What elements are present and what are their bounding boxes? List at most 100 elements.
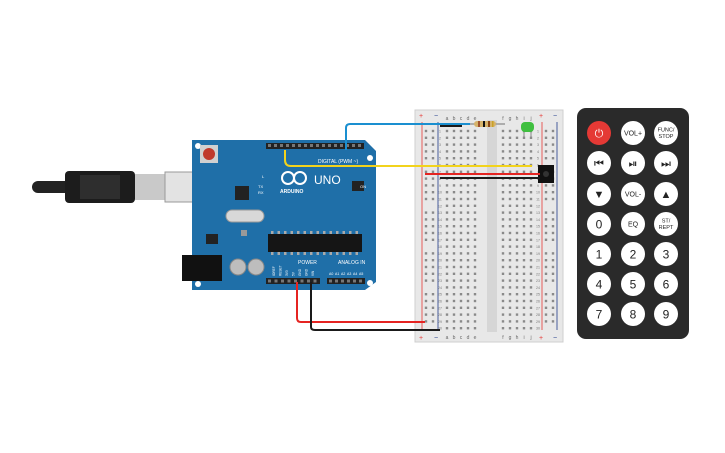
breadboard-hole[interactable] (473, 252, 477, 255)
rail-hole[interactable] (544, 197, 548, 201)
breadboard-hole[interactable] (452, 150, 456, 153)
rail-hole[interactable] (424, 197, 428, 201)
breadboard-hole[interactable] (501, 170, 505, 173)
breadboard-hole[interactable] (501, 197, 505, 201)
rail-hole[interactable] (431, 184, 435, 187)
remote-button-down[interactable]: ▼ (587, 182, 611, 206)
breadboard-hole[interactable] (515, 320, 519, 323)
breadboard-hole[interactable] (459, 238, 463, 241)
rail-hole[interactable] (544, 252, 548, 255)
rail-hole[interactable] (551, 279, 555, 282)
wire-yellow[interactable] (284, 150, 532, 167)
breadboard-hole[interactable] (452, 320, 456, 323)
breadboard-hole[interactable] (473, 272, 477, 275)
breadboard-hole[interactable] (529, 265, 533, 269)
remote-button-play-pause[interactable]: ⏯ (621, 151, 645, 175)
breadboard-hole[interactable] (473, 157, 477, 160)
rail-hole[interactable] (544, 259, 548, 262)
breadboard-hole[interactable] (508, 245, 512, 248)
rail-hole[interactable] (431, 279, 435, 282)
breadboard-hole[interactable] (466, 136, 470, 139)
breadboard-hole[interactable] (473, 150, 477, 153)
breadboard-hole[interactable] (508, 259, 512, 262)
breadboard-hole[interactable] (466, 129, 470, 133)
breadboard-hole[interactable] (508, 184, 512, 187)
breadboard-hole[interactable] (501, 191, 505, 194)
breadboard-hole[interactable] (473, 143, 477, 146)
remote-button-one[interactable]: 1 (587, 242, 611, 266)
breadboard-hole[interactable] (515, 218, 519, 221)
breadboard-hole[interactable] (459, 204, 463, 207)
rail-hole[interactable] (551, 157, 555, 160)
breadboard-hole[interactable] (466, 150, 470, 153)
breadboard-hole[interactable] (508, 170, 512, 173)
breadboard-hole[interactable] (445, 129, 449, 133)
breadboard-hole[interactable] (459, 136, 463, 139)
rail-hole[interactable] (431, 320, 435, 323)
breadboard-hole[interactable] (501, 265, 505, 269)
breadboard-hole[interactable] (473, 170, 477, 173)
breadboard-hole[interactable] (508, 265, 512, 269)
header-pin[interactable] (328, 144, 331, 147)
reset-button[interactable] (203, 148, 215, 160)
breadboard-hole[interactable] (466, 157, 470, 160)
remote-button-two[interactable]: 2 (621, 242, 645, 266)
breadboard-hole[interactable] (473, 238, 477, 241)
breadboard-hole[interactable] (529, 272, 533, 275)
rail-hole[interactable] (424, 225, 428, 228)
breadboard-hole[interactable] (515, 272, 519, 275)
breadboard-hole[interactable] (501, 313, 505, 316)
breadboard-hole[interactable] (522, 184, 526, 187)
header-pin[interactable] (353, 279, 356, 283)
breadboard-hole[interactable] (473, 299, 477, 303)
rail-hole[interactable] (431, 129, 435, 133)
rail-hole[interactable] (544, 150, 548, 153)
breadboard-hole[interactable] (459, 143, 463, 146)
breadboard-hole[interactable] (459, 293, 463, 296)
rail-hole[interactable] (544, 265, 548, 269)
breadboard-hole[interactable] (466, 238, 470, 241)
breadboard-hole[interactable] (445, 293, 449, 296)
breadboard-hole[interactable] (501, 225, 505, 228)
breadboard-hole[interactable] (501, 299, 505, 303)
breadboard-hole[interactable] (452, 238, 456, 241)
rail-hole[interactable] (431, 191, 435, 194)
header-pin[interactable] (300, 279, 304, 283)
rail-hole[interactable] (431, 143, 435, 146)
breadboard-hole[interactable] (459, 157, 463, 160)
breadboard-hole[interactable] (515, 299, 519, 303)
remote-button-vol-down[interactable]: VOL- (621, 182, 645, 206)
remote-button-three[interactable]: 3 (654, 242, 678, 266)
breadboard-hole[interactable] (473, 259, 477, 262)
breadboard-hole[interactable] (452, 225, 456, 228)
rail-hole[interactable] (424, 299, 428, 303)
breadboard-hole[interactable] (459, 191, 463, 194)
rail-hole[interactable] (544, 306, 548, 309)
rail-hole[interactable] (551, 252, 555, 255)
breadboard-hole[interactable] (522, 157, 526, 160)
rail-hole[interactable] (551, 272, 555, 275)
rail-hole[interactable] (544, 279, 548, 282)
rail-hole[interactable] (544, 238, 548, 241)
breadboard-hole[interactable] (445, 231, 449, 235)
breadboard-hole[interactable] (445, 191, 449, 194)
breadboard-hole[interactable] (515, 265, 519, 269)
header-pin[interactable] (358, 144, 361, 147)
breadboard-hole[interactable] (452, 170, 456, 173)
breadboard-hole[interactable] (529, 245, 533, 248)
rail-hole[interactable] (431, 170, 435, 173)
header-pin[interactable] (307, 279, 310, 283)
breadboard-hole[interactable] (445, 204, 449, 207)
breadboard-hole[interactable] (445, 136, 449, 139)
breadboard-hole[interactable] (515, 313, 519, 316)
remote-button-six[interactable]: 6 (654, 272, 678, 296)
breadboard-hole[interactable] (515, 170, 519, 173)
rail-hole[interactable] (431, 177, 435, 180)
arduino-uno-board[interactable]: UNO ARDUINO DIGITAL (PWM ~) L TX RX ON P… (182, 140, 376, 290)
breadboard-hole[interactable] (452, 231, 456, 235)
remote-button-next[interactable]: ⏭ (654, 151, 678, 175)
breadboard-hole[interactable] (445, 218, 449, 221)
breadboard-hole[interactable] (466, 286, 470, 289)
breadboard-hole[interactable] (473, 191, 477, 194)
breadboard-hole[interactable] (508, 293, 512, 296)
